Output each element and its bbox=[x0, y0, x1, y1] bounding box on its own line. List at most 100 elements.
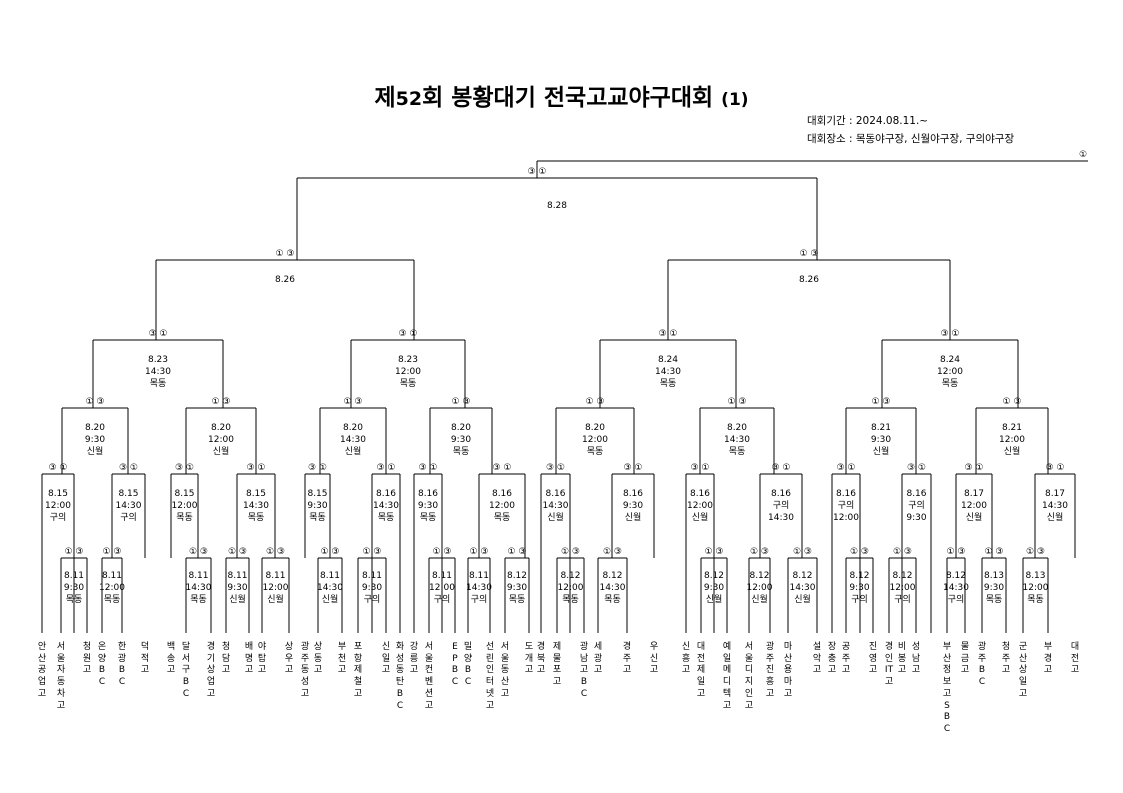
r64-match-info: 8.11 bbox=[265, 571, 285, 581]
r32-match-info: 신월 bbox=[625, 511, 642, 523]
r16-match-info: 8.21 bbox=[1002, 423, 1022, 433]
title-part: (1) bbox=[721, 90, 749, 110]
r16-match-info: 8.20 bbox=[451, 423, 471, 433]
team-name: 광주진흥고 bbox=[765, 642, 775, 699]
r32-match-info: 9:30 bbox=[418, 501, 438, 511]
r32-marks: ③ ① bbox=[175, 463, 194, 473]
team-name: 부천고 bbox=[337, 642, 347, 676]
team-name: 경인IT고 bbox=[884, 642, 894, 688]
r32-match-info: 8.16 bbox=[771, 489, 791, 499]
r64-match-info: 9:30 bbox=[507, 583, 527, 593]
r32-match-info: 신월 bbox=[966, 511, 983, 523]
qf-match-info: 8.24 bbox=[940, 355, 960, 365]
team-name: 비봉고 bbox=[897, 642, 907, 676]
r32-match-info: 신월 bbox=[547, 511, 564, 523]
r32-marks: ③ ① bbox=[1046, 463, 1065, 473]
r32-match-info: 12:00 bbox=[45, 501, 71, 511]
r16-match-info: 14:30 bbox=[724, 435, 750, 445]
r32-match-info: 8.16 bbox=[376, 489, 396, 499]
r32-match-info: 8.16 bbox=[545, 489, 565, 499]
r16-match-info: 8.20 bbox=[585, 423, 605, 433]
r16-marks: ① ③ bbox=[728, 397, 747, 407]
qf-match-info: 목동 bbox=[150, 378, 167, 389]
team-name: 공주고 bbox=[841, 642, 851, 676]
qf-marks: ③ ① bbox=[149, 329, 168, 339]
team-name: 야탑고 bbox=[257, 642, 267, 676]
r32-match-info: 구의 bbox=[50, 512, 67, 523]
r16-marks: ① ③ bbox=[586, 397, 605, 407]
r16-marks: ① ③ bbox=[86, 397, 105, 407]
r16-marks: ① ③ bbox=[452, 397, 471, 407]
team-name: 신일고 bbox=[381, 642, 391, 676]
r64-match-info: 12:00 bbox=[890, 583, 916, 593]
team-name: 진영고 bbox=[868, 642, 878, 676]
qf-match-info: 8.24 bbox=[658, 355, 678, 365]
team-name: 온양BC bbox=[97, 642, 107, 688]
r16-match-info: 12:00 bbox=[208, 435, 234, 445]
r32-marks: ③ ① bbox=[772, 463, 791, 473]
sf-marks: ① ③ bbox=[800, 249, 819, 259]
team-name: 청담고 bbox=[221, 642, 231, 676]
r16-match-info: 8.20 bbox=[727, 423, 747, 433]
r32-match-info: 8.17 bbox=[1045, 489, 1065, 499]
r64-match-info: 목동 bbox=[1027, 594, 1044, 605]
r32-match-info: 8.15 bbox=[118, 489, 138, 499]
r32-match-info: 14:30 bbox=[543, 501, 569, 511]
r32-match-info: 12:00 bbox=[172, 501, 198, 511]
r64-match-info: 구의 bbox=[471, 594, 488, 605]
r16-match-info: 8.20 bbox=[211, 423, 231, 433]
r16-match-info: 12:00 bbox=[999, 435, 1025, 445]
r16-match-info: 신월 bbox=[87, 445, 104, 457]
r64-match-info: 12:00 bbox=[263, 583, 289, 593]
r16-match-info: 9:30 bbox=[871, 435, 891, 445]
team-name: 서울컨벤션고 bbox=[424, 642, 434, 711]
final-date: 8.28 bbox=[547, 201, 567, 211]
r16-match-info: 신월 bbox=[873, 445, 890, 457]
team-name: 달서구BC bbox=[181, 642, 191, 699]
r32-match-info: 8.16 bbox=[836, 489, 856, 499]
team-name: 광주BC bbox=[977, 642, 987, 688]
r16-match-info: 8.20 bbox=[343, 423, 363, 433]
r64-match-info: 신월 bbox=[794, 593, 811, 605]
r64-match-info: 목동 bbox=[509, 594, 526, 605]
team-name: 선린인터넷고 bbox=[485, 642, 495, 711]
team-name: 상우고 bbox=[284, 642, 294, 676]
team-name: 군산상일고 bbox=[1018, 642, 1028, 699]
team-name: 백송고 bbox=[166, 642, 176, 676]
r32-match-info: 14:30 bbox=[1042, 501, 1068, 511]
r16-match-info: 9:30 bbox=[451, 435, 471, 445]
r64-match-info: 14:30 bbox=[466, 583, 492, 593]
team-name: 우신고 bbox=[649, 642, 659, 676]
r64-match-info: 목동 bbox=[986, 594, 1003, 605]
team-name: 신흥고 bbox=[681, 642, 691, 676]
team-name: 안산공업고 bbox=[37, 642, 47, 699]
r64-match-info: 신월 bbox=[267, 593, 284, 605]
team-name: EPBC bbox=[451, 642, 459, 688]
team-name: 청주고 bbox=[1001, 642, 1011, 676]
page-title: 제52회 봉황대기 전국고교야구대회(1) bbox=[0, 78, 1123, 112]
r32-match-info: 목동 bbox=[176, 512, 193, 523]
r64-match-info: 12:00 bbox=[558, 583, 584, 593]
r16-match-info: 신월 bbox=[213, 445, 230, 457]
qf-match-info: 목동 bbox=[400, 378, 417, 389]
team-name: 도개고 bbox=[524, 642, 534, 676]
r64-match-info: 신월 bbox=[229, 593, 246, 605]
r32-match-info: 14:30 bbox=[116, 501, 142, 511]
qf-match-info: 목동 bbox=[660, 378, 677, 389]
r32-match-info: 8.17 bbox=[964, 489, 984, 499]
team-name: 청원고 bbox=[82, 642, 92, 676]
r32-match-info: 9:30 bbox=[906, 513, 926, 523]
team-name: 상동고 bbox=[313, 642, 323, 676]
sf-marks: ① ③ bbox=[276, 249, 295, 259]
team-name: 배명고 bbox=[244, 642, 254, 676]
r64-marks: ① ③ bbox=[985, 547, 1004, 557]
qf-match-info: 12:00 bbox=[395, 367, 421, 377]
r32-match-info: 8.16 bbox=[623, 489, 643, 499]
r64-match-info: 8.11 bbox=[188, 571, 208, 581]
r32-match-info: 신월 bbox=[692, 511, 709, 523]
qf-match-info: 8.23 bbox=[398, 355, 418, 365]
r32-match-info: 8.16 bbox=[906, 489, 926, 499]
r64-match-info: 8.13 bbox=[984, 571, 1004, 581]
team-name: 장충고 bbox=[827, 642, 837, 676]
